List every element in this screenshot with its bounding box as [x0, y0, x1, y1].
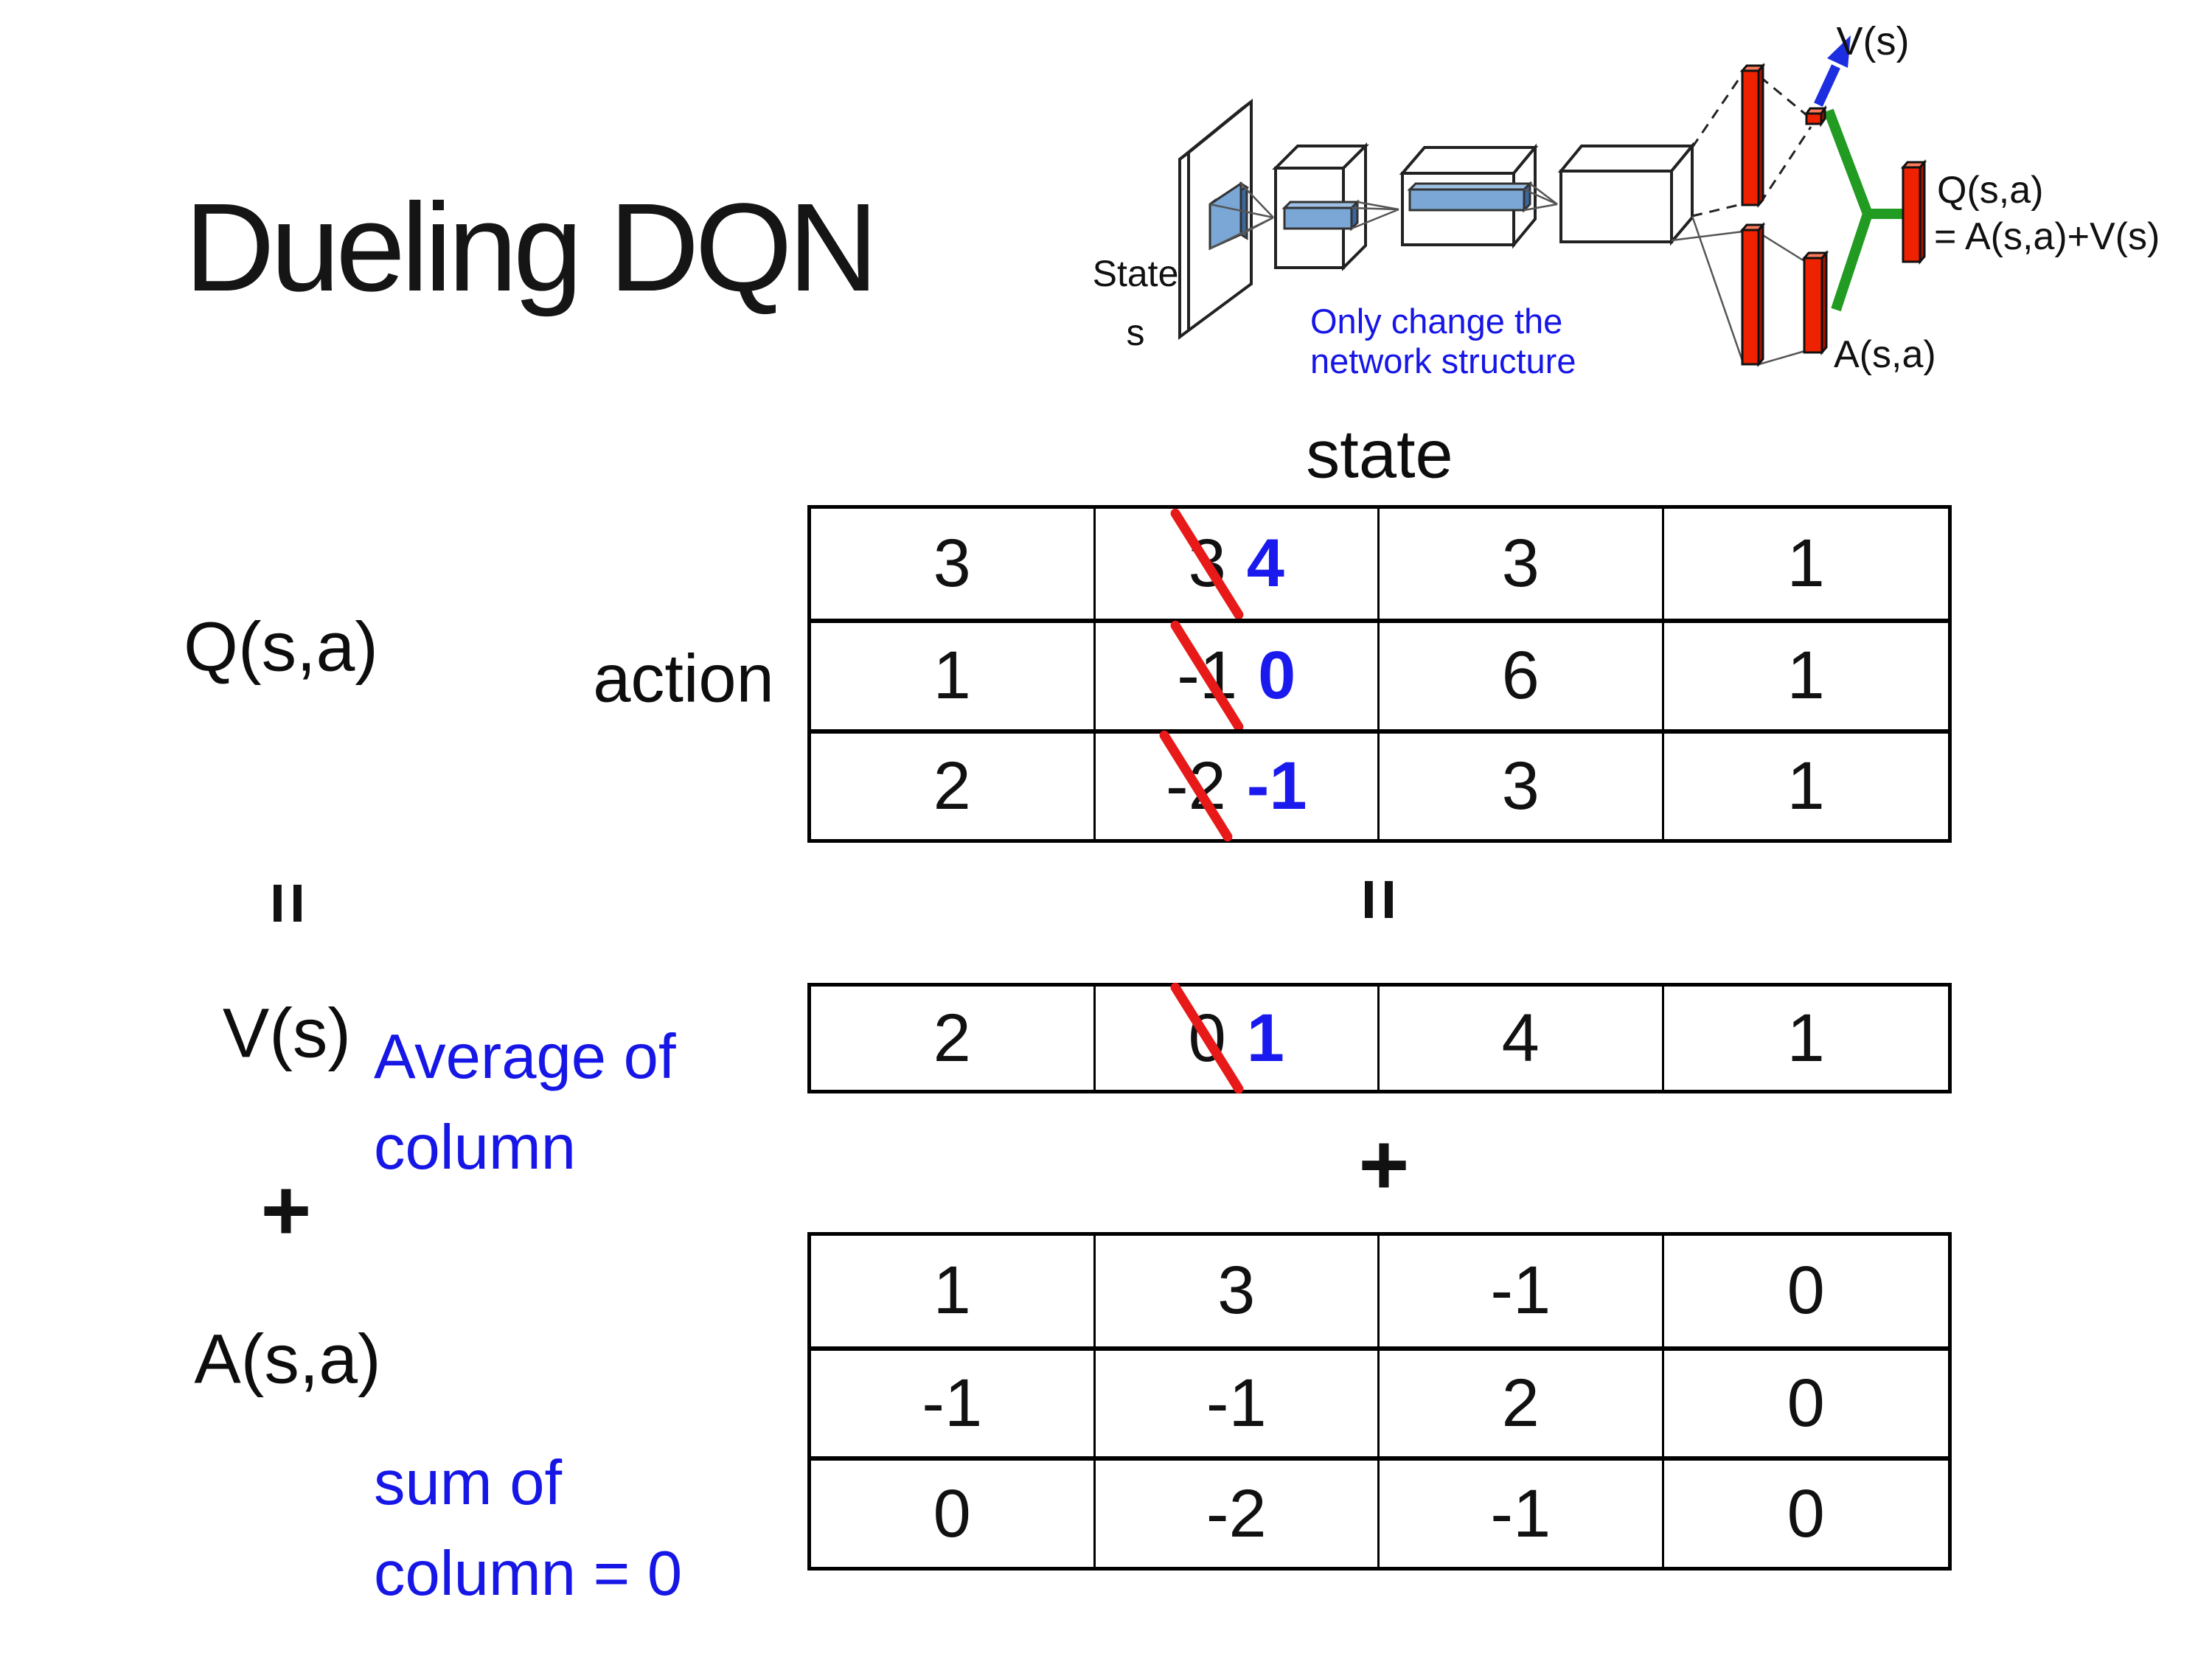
state-column-header: state [1306, 417, 1453, 493]
a-table-cell-r2c2: -1 [1380, 1456, 1664, 1567]
v-row-label: V(s) [222, 994, 352, 1073]
fc-funnel-solid-lines [1671, 215, 1806, 366]
sum-of-column-note: sum of column = 0 [374, 1438, 682, 1619]
average-note-line1: Average of [374, 1022, 676, 1092]
action-row-header: action [593, 641, 774, 717]
a-table-cell-r0c1: 3 [1096, 1236, 1380, 1346]
q-table-cell-r2c2: 3 [1380, 728, 1664, 839]
v-row-table: 20141 [807, 981, 1952, 1096]
crossed-out-value: -1 [1169, 619, 1246, 734]
q-table-cell-r1c0: 1 [811, 619, 1096, 729]
a-output-label: A(s,a) [1834, 333, 1936, 376]
q-table-cell-r1c1: -10 [1095, 619, 1380, 734]
fc-bar-value-stream [1739, 62, 1766, 209]
advantage-output-bar [1801, 249, 1829, 356]
v-table-cell-r0c0: 2 [811, 987, 1096, 1090]
value-scalar-node [1804, 105, 1827, 128]
value-arrow [1814, 35, 1851, 107]
conv1-projection-lines [1209, 183, 1274, 250]
state-label-line1: State [1093, 253, 1179, 294]
fc-funnel-dashed-lines [1691, 70, 1812, 218]
crossed-out-value: 0 [1169, 981, 1246, 1096]
average-note-line2: column [374, 1113, 577, 1183]
crossed-out-value: 3 [1169, 507, 1246, 622]
strike-line [1169, 981, 1246, 1096]
replacement-value: 1 [1246, 1000, 1284, 1076]
q-output-bar [1900, 159, 1927, 265]
average-of-column-note: Average of column [374, 1012, 676, 1193]
plus-sign-left: + [260, 1162, 312, 1259]
strike-line [1169, 619, 1246, 734]
q-table-cell-r0c3: 1 [1787, 526, 1825, 602]
crossed-out-value: -2 [1157, 728, 1234, 844]
a-table-cell-r1c0: -1 [811, 1346, 1096, 1457]
conv2-projection-lines [1351, 201, 1399, 230]
q-table-cell-r1c3: 1 [1663, 619, 1948, 728]
q-output-label-line2: = A(s,a)+V(s) [1934, 215, 2160, 258]
v-table-cell-r0c1: 01 [1096, 981, 1380, 1096]
a-table-cell-r0c2: -1 [1380, 1236, 1664, 1346]
q-table-cell-r0c0: 3 [811, 509, 1096, 619]
replacement-value: 4 [1246, 526, 1284, 602]
v-table-cell-r0c2: 4 [1380, 987, 1664, 1090]
plus-sign-middle: + [1358, 1116, 1410, 1214]
state-label-line2: s [1127, 312, 1145, 353]
strike-line [1169, 507, 1246, 622]
fc-bar-advantage-stream [1739, 221, 1766, 368]
q-table-cell-r0c1: 34 [1096, 507, 1380, 622]
diagram-note-line2: network structure [1310, 341, 1576, 380]
a-table-cell-r1c2: 2 [1380, 1346, 1664, 1457]
q-table-cell-r0c2: 3 [1380, 509, 1664, 619]
q-output-label-line1: Q(s,a) [1937, 169, 2043, 212]
diagram-note-line1: Only change the [1310, 302, 1562, 341]
network-diagram: State s V(s) Q(s,a) = A(s,a)+V(s) A(s,a)… [1093, 19, 2160, 380]
a-table-cell-r2c0: 0 [811, 1456, 1096, 1567]
a-table-cell-r0c0: 1 [811, 1236, 1096, 1346]
equals-sign-middle: = [1338, 877, 1421, 922]
q-table-cell-r2c1: -2-1 [1095, 728, 1380, 844]
q-table-cell-r2c0: 2 [811, 728, 1096, 839]
a-table-cell-r2c1: -2 [1095, 1456, 1380, 1567]
a-table-cell-r2c3: 0 [1663, 1456, 1948, 1567]
sum-note-line2: column = 0 [374, 1539, 683, 1609]
q-matrix-label: Q(s,a) [184, 608, 378, 686]
sum-note-line1: sum of [374, 1448, 563, 1518]
strike-line [1157, 728, 1234, 844]
q-table-cell-r2c3: 1 [1663, 728, 1948, 839]
replacement-value: -1 [1246, 748, 1307, 824]
a-table-cell-r0c3: 0 [1787, 1253, 1825, 1329]
a-table-cell-r1c3: 0 [1663, 1346, 1948, 1457]
feature-map-1 [1281, 199, 1360, 232]
v-table-cell-r0c3: 1 [1787, 1000, 1825, 1076]
feature-map-2 [1407, 181, 1533, 213]
v-output-label: V(s) [1837, 19, 1910, 63]
merge-connector [1823, 108, 1903, 312]
equals-sign-left: = [246, 881, 330, 925]
a-table-cell-r1c1: -1 [1095, 1346, 1380, 1457]
replacement-value: 0 [1258, 638, 1296, 714]
slide-title: Dueling DQN [184, 178, 878, 318]
conv-box-3 [1557, 142, 1696, 246]
a-matrix-label: A(s,a) [194, 1320, 381, 1399]
q-table-cell-r1c2: 6 [1380, 619, 1664, 729]
conv3-projection-lines [1523, 183, 1558, 212]
